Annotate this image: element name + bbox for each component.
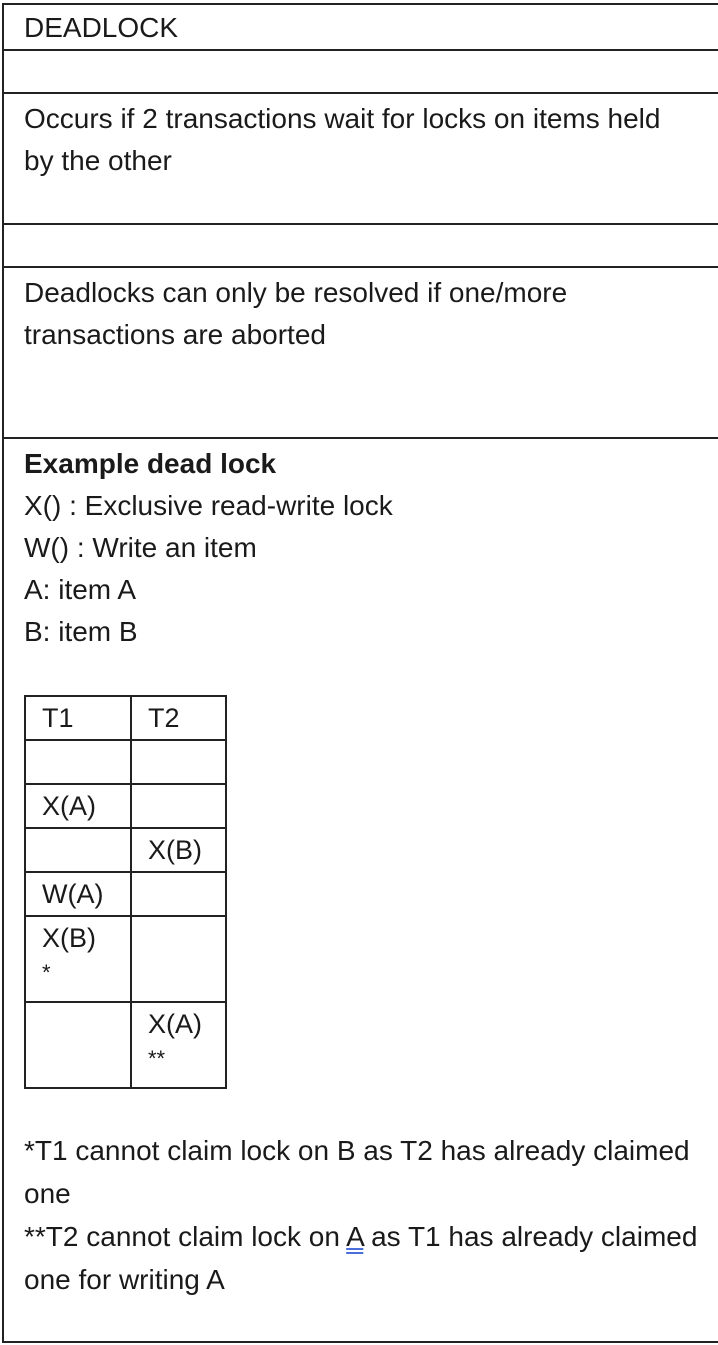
- table-row: X(A) **: [24, 1001, 227, 1089]
- definition-text: Occurs if 2 transactions wait for locks …: [24, 103, 661, 176]
- cell-t1-value: X(B): [42, 923, 96, 953]
- legend-item: B: item B: [24, 616, 138, 647]
- table-header-row: T1 T2: [24, 695, 227, 741]
- double-asterisk-mark: **: [148, 1046, 166, 1071]
- header-t2: T2: [130, 695, 227, 741]
- table-row: X(B) *: [24, 915, 227, 1003]
- example-heading: Example dead lock: [24, 448, 277, 479]
- cell-t1: W(A): [24, 871, 132, 917]
- legend-item: X() : Exclusive read-write lock: [24, 490, 393, 521]
- footnote-2-prefix: **T2 cannot claim lock on: [24, 1221, 347, 1252]
- asterisk-mark: *: [42, 960, 51, 985]
- header-t1: T1: [24, 695, 132, 741]
- resolution-row: Deadlocks can only be resolved if one/mo…: [4, 268, 718, 439]
- table-row: [24, 739, 227, 785]
- spellcheck-marked-word: A: [346, 1221, 364, 1252]
- definition-row: Occurs if 2 transactions wait for locks …: [4, 94, 718, 225]
- table-row: W(A): [24, 871, 227, 917]
- transaction-schedule-table: T1 T2 X(A) X(B) W(A) X(B): [24, 695, 227, 1089]
- footnote-2-suffix: as T1 has already claimed one for writin…: [24, 1221, 698, 1295]
- example-row: Example dead lock X() : Exclusive read-w…: [4, 439, 718, 1345]
- cell-t2: [130, 871, 227, 917]
- resolution-text: Deadlocks can only be resolved if one/mo…: [24, 277, 568, 350]
- cell-t2: [130, 739, 227, 785]
- cell-t1: X(A): [24, 783, 132, 829]
- cell-t2-value: X(A): [148, 1009, 202, 1039]
- footnotes: *T1 cannot claim lock on B as T2 has alr…: [24, 1129, 704, 1301]
- cell-t2: [130, 915, 227, 1003]
- empty-row-2: [4, 225, 718, 268]
- title-row: DEADLOCK: [4, 5, 718, 51]
- footnote-2: **T2 cannot claim lock on A as T1 has al…: [24, 1215, 704, 1301]
- footnote-1: *T1 cannot claim lock on B as T2 has alr…: [24, 1135, 690, 1209]
- cell-t1: [24, 827, 132, 873]
- page-title: DEADLOCK: [24, 12, 179, 43]
- legend-item: A: item A: [24, 574, 137, 605]
- cell-t2: [130, 783, 227, 829]
- table-row: X(B): [24, 827, 227, 873]
- cell-t2: X(A) **: [130, 1001, 227, 1089]
- cell-t1: X(B) *: [24, 915, 132, 1003]
- cell-t2: X(B): [130, 827, 227, 873]
- deadlock-notes-table: DEADLOCK Occurs if 2 transactions wait f…: [2, 3, 718, 1343]
- table-row: X(A): [24, 783, 227, 829]
- cell-t1: [24, 1001, 132, 1089]
- empty-row-1: [4, 51, 718, 94]
- example-content: Example dead lock X() : Exclusive read-w…: [24, 439, 718, 653]
- legend-item: W() : Write an item: [24, 532, 257, 563]
- cell-t1: [24, 739, 132, 785]
